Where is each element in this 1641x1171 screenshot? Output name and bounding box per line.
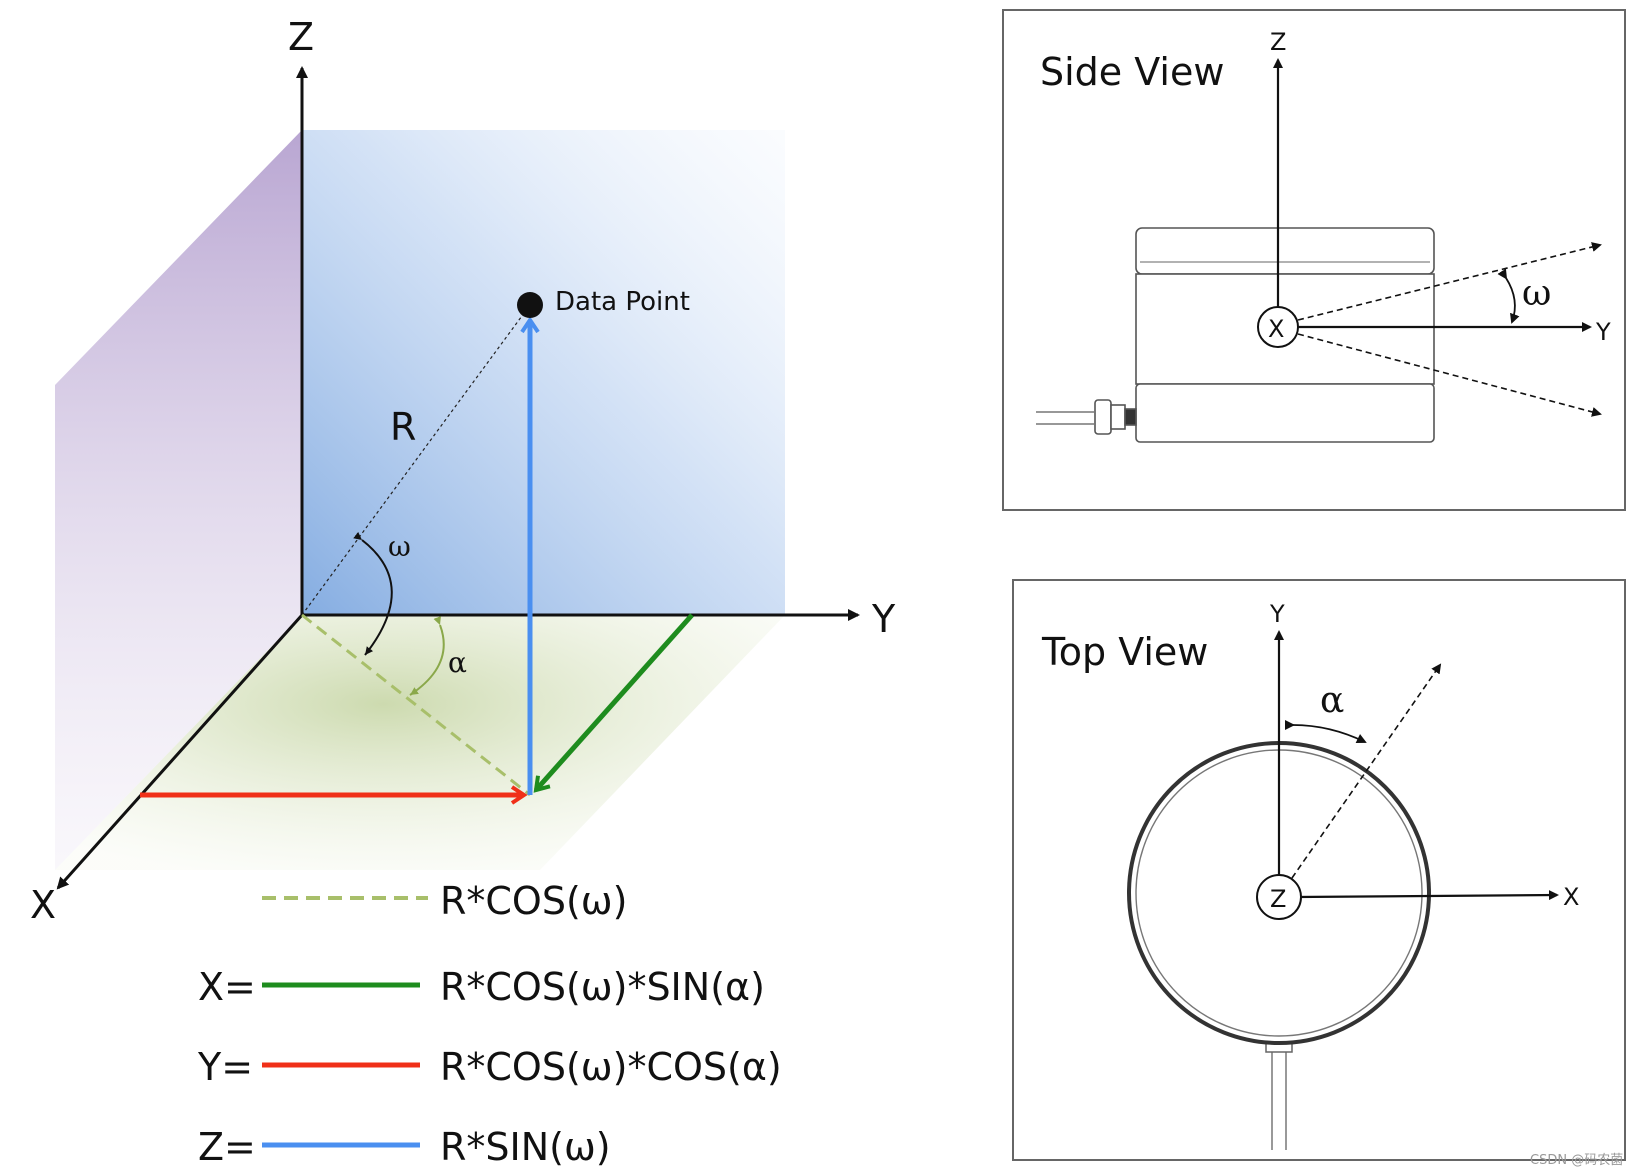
legend-formula-projection: R*COS(ω) [440, 879, 627, 923]
x-axis-label: X [30, 883, 56, 927]
side-omega-arc [1497, 268, 1520, 324]
watermark: CSDN @码农菌 [1530, 1153, 1623, 1168]
legend-formula-z: R*SIN(ω) [440, 1125, 611, 1169]
data-point-marker [517, 292, 543, 318]
top-direction-beam [1291, 663, 1442, 879]
legend-prefix-z: Z= [198, 1125, 256, 1169]
side-z-label: Z [1270, 28, 1286, 56]
main-3d-diagram: Z Y X R Data Point ω α [30, 15, 896, 927]
legend-prefix-y: Y= [197, 1045, 253, 1089]
x-component-arrow [533, 613, 694, 793]
side-omega-label: ω [1522, 273, 1551, 314]
side-view-panel: Side View Z Y ω X [1002, 9, 1626, 511]
side-y-label: Y [1595, 318, 1611, 346]
floor-plane [55, 615, 785, 870]
back-wall-plane [302, 130, 785, 615]
z-axis-label: Z [288, 15, 314, 59]
side-center-circle [1257, 306, 1299, 348]
legend-formula-x: R*COS(ω)*SIN(α) [440, 965, 765, 1009]
side-lower-beam [1297, 333, 1602, 417]
x-axis [56, 614, 304, 890]
y-axis-label: Y [871, 597, 896, 641]
data-point-label: Data Point [555, 287, 690, 317]
projection-line [301, 613, 531, 797]
top-view-frame [1012, 579, 1626, 1161]
side-wall-plane [55, 130, 302, 870]
alpha-label: α [448, 646, 467, 679]
top-center-label: Z [1270, 885, 1286, 913]
alpha-arc [409, 616, 445, 696]
top-y-label: Y [1269, 600, 1285, 628]
top-center-circle [1256, 874, 1302, 920]
omega-label: ω [388, 530, 411, 563]
radius-line [301, 304, 531, 616]
omega-arc [353, 531, 393, 656]
side-upper-beam [1297, 242, 1602, 321]
side-view-title: Side View [1040, 50, 1224, 94]
side-center-label: X [1268, 315, 1284, 343]
top-alpha-arc [1284, 719, 1367, 744]
radius-label: R [390, 405, 416, 449]
top-x-axis [1296, 890, 1559, 901]
legend-prefix-x: X= [198, 965, 256, 1009]
top-alpha-label: α [1320, 680, 1344, 721]
top-x-label: X [1563, 883, 1579, 911]
top-view-title: Top View [1041, 630, 1208, 674]
formula-legend: R*COS(ω) X= R*COS(ω)*SIN(α) Y= R*COS(ω)*… [197, 879, 782, 1169]
legend-formula-y: R*COS(ω)*COS(α) [440, 1045, 782, 1089]
top-view-panel: Top View Y X α Z [1012, 579, 1626, 1161]
